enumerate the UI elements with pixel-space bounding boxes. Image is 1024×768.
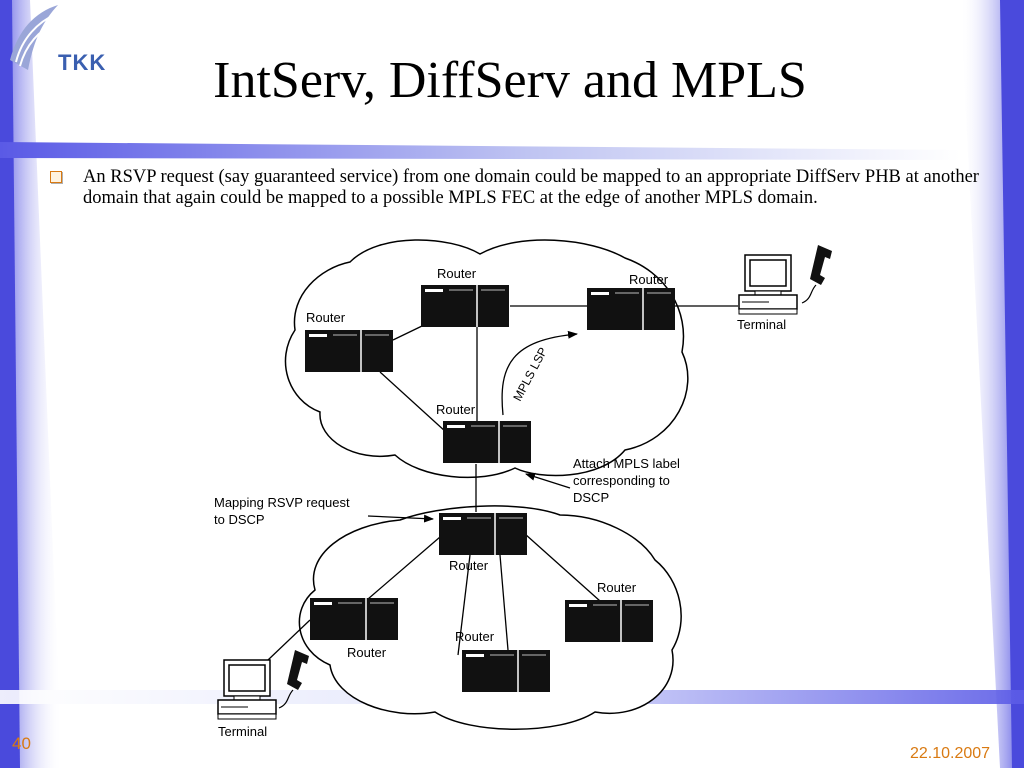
lower-cloud [298, 505, 682, 730]
footer-date: 22.10.2007 [910, 745, 991, 762]
terminal-label-lower: Terminal [218, 724, 267, 739]
terminal-label-upper: Terminal [737, 317, 786, 332]
router-lower-bottom [461, 649, 551, 693]
mapping-arrow [367, 514, 434, 523]
router-upper-bottom [442, 420, 532, 464]
annotation-attach-line-2: corresponding to [573, 473, 670, 488]
router-lower-right [564, 599, 654, 643]
annotation-attach-line-1: Attach MPLS label [573, 456, 680, 471]
bullet-icon [50, 171, 62, 183]
router-upper-left [304, 329, 394, 373]
router-upper-top [420, 284, 510, 328]
phone-icon-lower [278, 649, 310, 709]
router-label: Router [597, 580, 637, 595]
router-label: Router [629, 272, 669, 287]
annotation-mapping-line-1: Mapping RSVP request [214, 495, 350, 510]
terminal-upper [738, 254, 798, 315]
mpls-lsp-arrow [501, 330, 578, 416]
router-lower-top [438, 512, 528, 556]
router-label: Router [436, 402, 476, 417]
annotation-attach-line-3: DSCP [573, 490, 609, 505]
attach-label-arrow [525, 472, 571, 489]
router-label: Router [455, 629, 495, 644]
terminal-lower [217, 659, 277, 720]
router-label: Router [306, 310, 346, 325]
router-label: Router [437, 266, 477, 281]
slide-title: IntServ, DiffServ and MPLS [213, 52, 807, 109]
router-lower-left [309, 597, 399, 641]
tkk-logo-text: TKK [58, 50, 107, 75]
annotation-mapping-line-2: to DSCP [214, 512, 265, 527]
bullet-text: An RSVP request (say guaranteed service)… [83, 167, 979, 208]
page-number: 40 [12, 734, 31, 753]
router-label: Router [347, 645, 387, 660]
phone-icon-upper [801, 244, 833, 304]
router-label: Router [449, 558, 489, 573]
network-links [267, 305, 738, 661]
router-upper-right [586, 287, 676, 331]
